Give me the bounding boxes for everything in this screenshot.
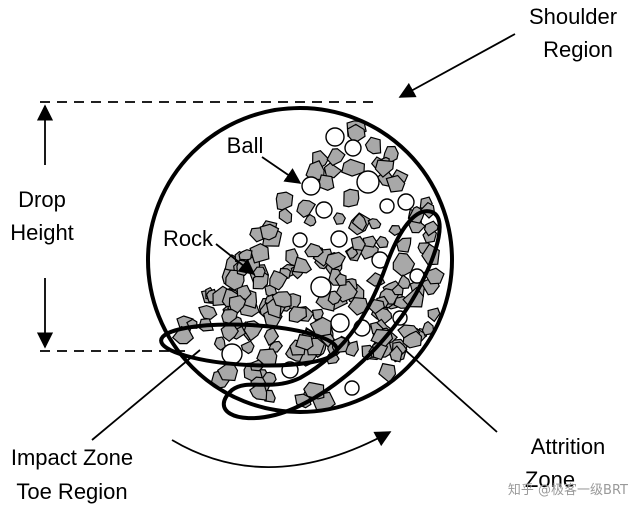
- attrition-zone-loop: [221, 209, 442, 421]
- attrition-zone-label-line1: Attrition: [531, 434, 606, 459]
- rock-arrow: [215, 243, 256, 276]
- rock-particle: [375, 235, 389, 249]
- rock-particle: [351, 212, 368, 232]
- rock-particle: [292, 256, 313, 274]
- rock-particle: [263, 327, 280, 347]
- rock-particle: [288, 305, 308, 323]
- grinding-ball: [397, 193, 415, 211]
- rock-particle: [423, 220, 439, 237]
- rock-particle: [309, 316, 332, 338]
- shoulder-arrow: [398, 33, 516, 98]
- rock-particle: [198, 304, 218, 320]
- rotation-arrow: [171, 431, 392, 468]
- rock-particle: [347, 296, 370, 316]
- rock-particle: [341, 158, 366, 177]
- grinding-ball: [330, 230, 348, 248]
- rock-particle: [389, 345, 403, 363]
- grinding-ball: [301, 176, 321, 196]
- attrition-leader-line: [404, 349, 498, 433]
- impact-zone-label-line1: Impact Zone: [11, 445, 133, 470]
- rock-particle: [271, 291, 292, 308]
- rock-particle: [350, 235, 366, 251]
- grinding-ball: [356, 170, 380, 194]
- grinding-ball: [330, 313, 350, 333]
- grinding-ball: [292, 232, 308, 248]
- grinding-ball: [344, 380, 360, 396]
- rock-particle: [261, 371, 277, 385]
- rock-label: Rock: [163, 226, 214, 251]
- grinding-ball: [310, 276, 332, 298]
- rock-particle: [345, 246, 359, 259]
- shoulder-label-line1: Shoulder: [529, 4, 617, 29]
- rock-particle: [326, 148, 346, 167]
- rock-particle: [221, 308, 239, 324]
- drop-height-label-line2: Height: [10, 220, 74, 245]
- rock-particle: [303, 213, 317, 227]
- mill-shell: [146, 106, 454, 414]
- ball-arrow: [261, 156, 302, 184]
- rock-particle: [332, 212, 346, 225]
- grinding-ball: [379, 198, 395, 214]
- grinding-ball: [344, 139, 362, 157]
- rock-particle: [324, 251, 347, 270]
- drop-height-label-line1: Drop: [18, 187, 66, 212]
- rock-particle: [374, 159, 395, 178]
- ball-label: Ball: [227, 133, 264, 158]
- watermark-text: 知乎 @极客一级BRT: [508, 482, 628, 498]
- rock-particle: [385, 174, 406, 193]
- rock-particle: [397, 274, 411, 290]
- rock-particle: [364, 136, 382, 155]
- rock-particle: [259, 223, 280, 241]
- rock-particle: [392, 252, 416, 278]
- rock-particle: [278, 207, 293, 225]
- rock-particle: [240, 340, 255, 355]
- charge-layer: [171, 120, 445, 412]
- rock-particle: [213, 336, 226, 351]
- rock-particle: [427, 307, 441, 323]
- toe-region-label-line2: Toe Region: [16, 479, 127, 504]
- rock-particle: [296, 199, 317, 219]
- rock-particle: [343, 188, 360, 208]
- grinding-ball: [315, 201, 333, 219]
- grinding-ball: [325, 127, 345, 147]
- rock-particle: [252, 266, 266, 278]
- attrition-zone-label-line2: Zone: [525, 467, 575, 492]
- shoulder-label-line2: Region: [543, 37, 613, 62]
- rock-particle: [269, 269, 288, 291]
- rock-particle: [334, 273, 347, 287]
- rock-particle: [238, 249, 253, 261]
- rock-particle: [304, 242, 324, 258]
- rock-particle: [402, 330, 423, 349]
- rock-particle: [295, 333, 314, 351]
- rock-particle: [367, 218, 382, 230]
- grinding-ball: [221, 343, 243, 365]
- rock-particle: [423, 267, 445, 285]
- rock-particle: [275, 191, 294, 211]
- rock-particle: [388, 224, 403, 237]
- impact-leader-line: [91, 349, 201, 441]
